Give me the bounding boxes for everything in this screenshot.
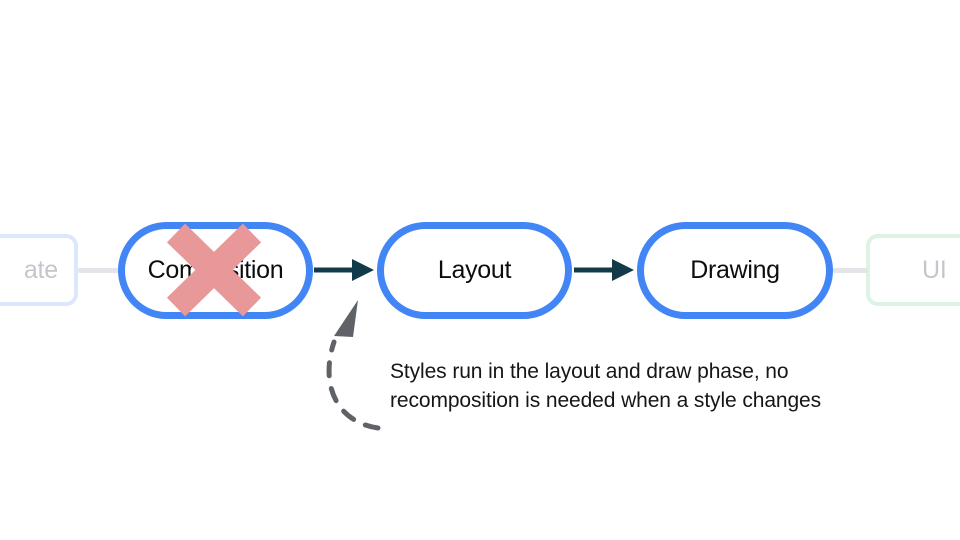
side-box-state: ate: [0, 234, 78, 306]
callout-dashed-arrow-icon: [326, 300, 381, 431]
phase-pill-layout-label: Layout: [437, 256, 512, 284]
arrow-layout-to-drawing-icon: [574, 259, 634, 281]
side-box-state-label: ate: [23, 255, 58, 284]
annotation-caption: Styles run in the layout and draw phase,…: [390, 360, 822, 412]
connector-drawing-to-ui: [833, 268, 868, 273]
phase-pill-drawing-label: Drawing: [690, 256, 780, 284]
connector-state-to-composition: [78, 268, 120, 273]
arrow-composition-to-layout-icon: [314, 259, 374, 281]
side-box-ui-label: UI: [922, 255, 947, 284]
phase-pill-drawing[interactable]: Drawing: [637, 222, 833, 319]
cross-out-icon: [166, 223, 262, 317]
side-box-ui: UI: [866, 234, 960, 306]
phase-pill-layout[interactable]: Layout: [377, 222, 572, 319]
